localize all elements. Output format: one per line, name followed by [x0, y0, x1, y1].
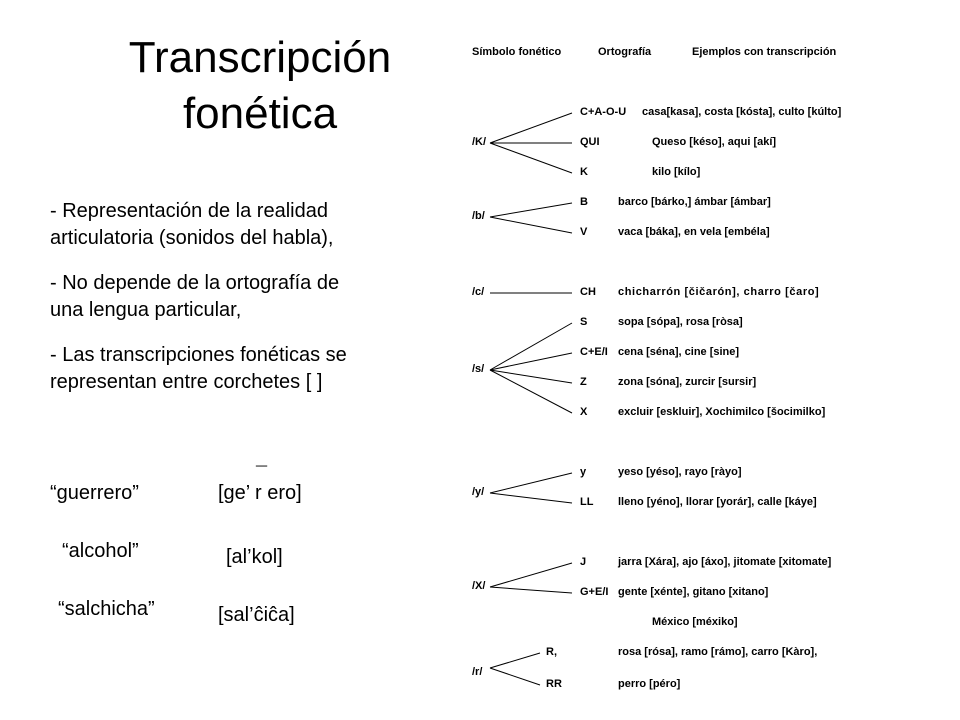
example-transcription: [al’kol]	[226, 546, 283, 568]
orthography-cell: C+A-O-U	[580, 106, 627, 118]
bullet-item: - Representación de la realidad articula…	[50, 198, 430, 252]
bullet-item: - No depende de la ortografía de una len…	[50, 270, 430, 324]
example-cell: barco [bárko,] ámbar [ámbar]	[618, 196, 771, 208]
bullet-line: - Representación de la realidad	[50, 200, 328, 222]
example-cell: sopa [sópa], rosa [ròsa]	[618, 316, 743, 328]
slide-title: Transcripción fonética	[60, 30, 460, 142]
bullet-list: - Representación de la realidad articula…	[50, 198, 430, 414]
phonetic-symbol: /X/	[472, 580, 486, 592]
example-cell: casa[kasa], costa [kósta], culto [kúlto]	[642, 106, 842, 118]
header-examples: Ejemplos con transcripción	[692, 46, 837, 58]
example-cell: excluir [eskluir], Xochimilco [šocimilko…	[618, 406, 826, 418]
orthography-cell: C+E/I	[580, 346, 608, 358]
example-word: “salchicha”	[58, 598, 155, 620]
orthography-cell: G+E/I	[580, 586, 609, 598]
phonetic-symbol: /y/	[472, 486, 485, 498]
orthography-cell: R,	[546, 646, 557, 658]
orthography-cell: B	[580, 196, 588, 208]
example-cell: México [méxiko]	[652, 616, 738, 628]
example-cell: jarra [Xára], ajo [áxo], jitomate [xitom…	[618, 556, 832, 568]
example-cell: vaca [báka], en vela [embéla]	[618, 226, 770, 238]
header-symbol: Símbolo fonético	[472, 46, 562, 58]
example-cell: perro [péro]	[618, 678, 681, 690]
orthography-cell: QUI	[580, 136, 600, 148]
example-transcription: [sal’ĉiĉa]	[218, 604, 295, 626]
orthography-cell: RR	[546, 678, 562, 690]
example-cell: kilo [kílo]	[652, 166, 701, 178]
header-orthography: Ortografía	[598, 46, 652, 58]
example-cell: cena [séna], cine [sine]	[618, 346, 740, 358]
example-word: “guerrero”	[50, 482, 139, 504]
example-cell: chicharrón [čičarón], charro [čaro]	[618, 286, 820, 298]
example-cell: Queso [késo], aqui [akí]	[652, 136, 777, 148]
orthography-cell: S	[580, 316, 588, 328]
example-cell: rosa [rósa], ramo [rámo], carro [Kàro],	[618, 646, 818, 658]
phonetic-symbol: /K/	[472, 136, 487, 148]
example-cell: lleno [yéno], llorar [yorár], calle [káy…	[618, 496, 817, 508]
example-word: “alcohol”	[62, 540, 139, 562]
title-line-1: Transcripción	[128, 33, 392, 82]
bullet-item: - Las transcripciones fonéticas se repre…	[50, 342, 430, 396]
orthography-cell: LL	[580, 496, 594, 508]
title-line-2: fonética	[182, 89, 338, 138]
bullet-line: - No depende de la ortografía de	[50, 272, 340, 294]
macron-mark: ¯	[256, 464, 268, 486]
orthography-cell: Z	[580, 376, 587, 388]
orthography-cell: CH	[580, 286, 596, 298]
example-transcription: [ge’ r ero]	[218, 482, 302, 504]
phonetic-symbol: /b/	[472, 210, 485, 222]
orthography-cell: V	[580, 226, 588, 238]
phonetic-symbol: /s/	[472, 363, 485, 375]
example-cell: zona [sóna], zurcir [sursir]	[618, 376, 757, 388]
orthography-cell: y	[580, 466, 587, 478]
bullet-line: - Las transcripciones fonéticas se	[50, 344, 347, 366]
phonetic-symbol: /r/	[472, 666, 483, 678]
example-cell: yeso [yéso], rayo [ràyo]	[618, 466, 742, 478]
orthography-cell: J	[580, 556, 587, 568]
orthography-cell: X	[580, 406, 588, 418]
bullet-line: una lengua particular,	[50, 299, 242, 321]
bullet-line: representan entre corchetes [ ]	[50, 371, 323, 393]
example-cell: gente [xénte], gitano [xitano]	[618, 586, 769, 598]
phonetic-symbol: /c/	[472, 286, 485, 298]
bullet-line: articulatoria (sonidos del habla),	[50, 227, 334, 249]
orthography-cell: K	[580, 166, 588, 178]
